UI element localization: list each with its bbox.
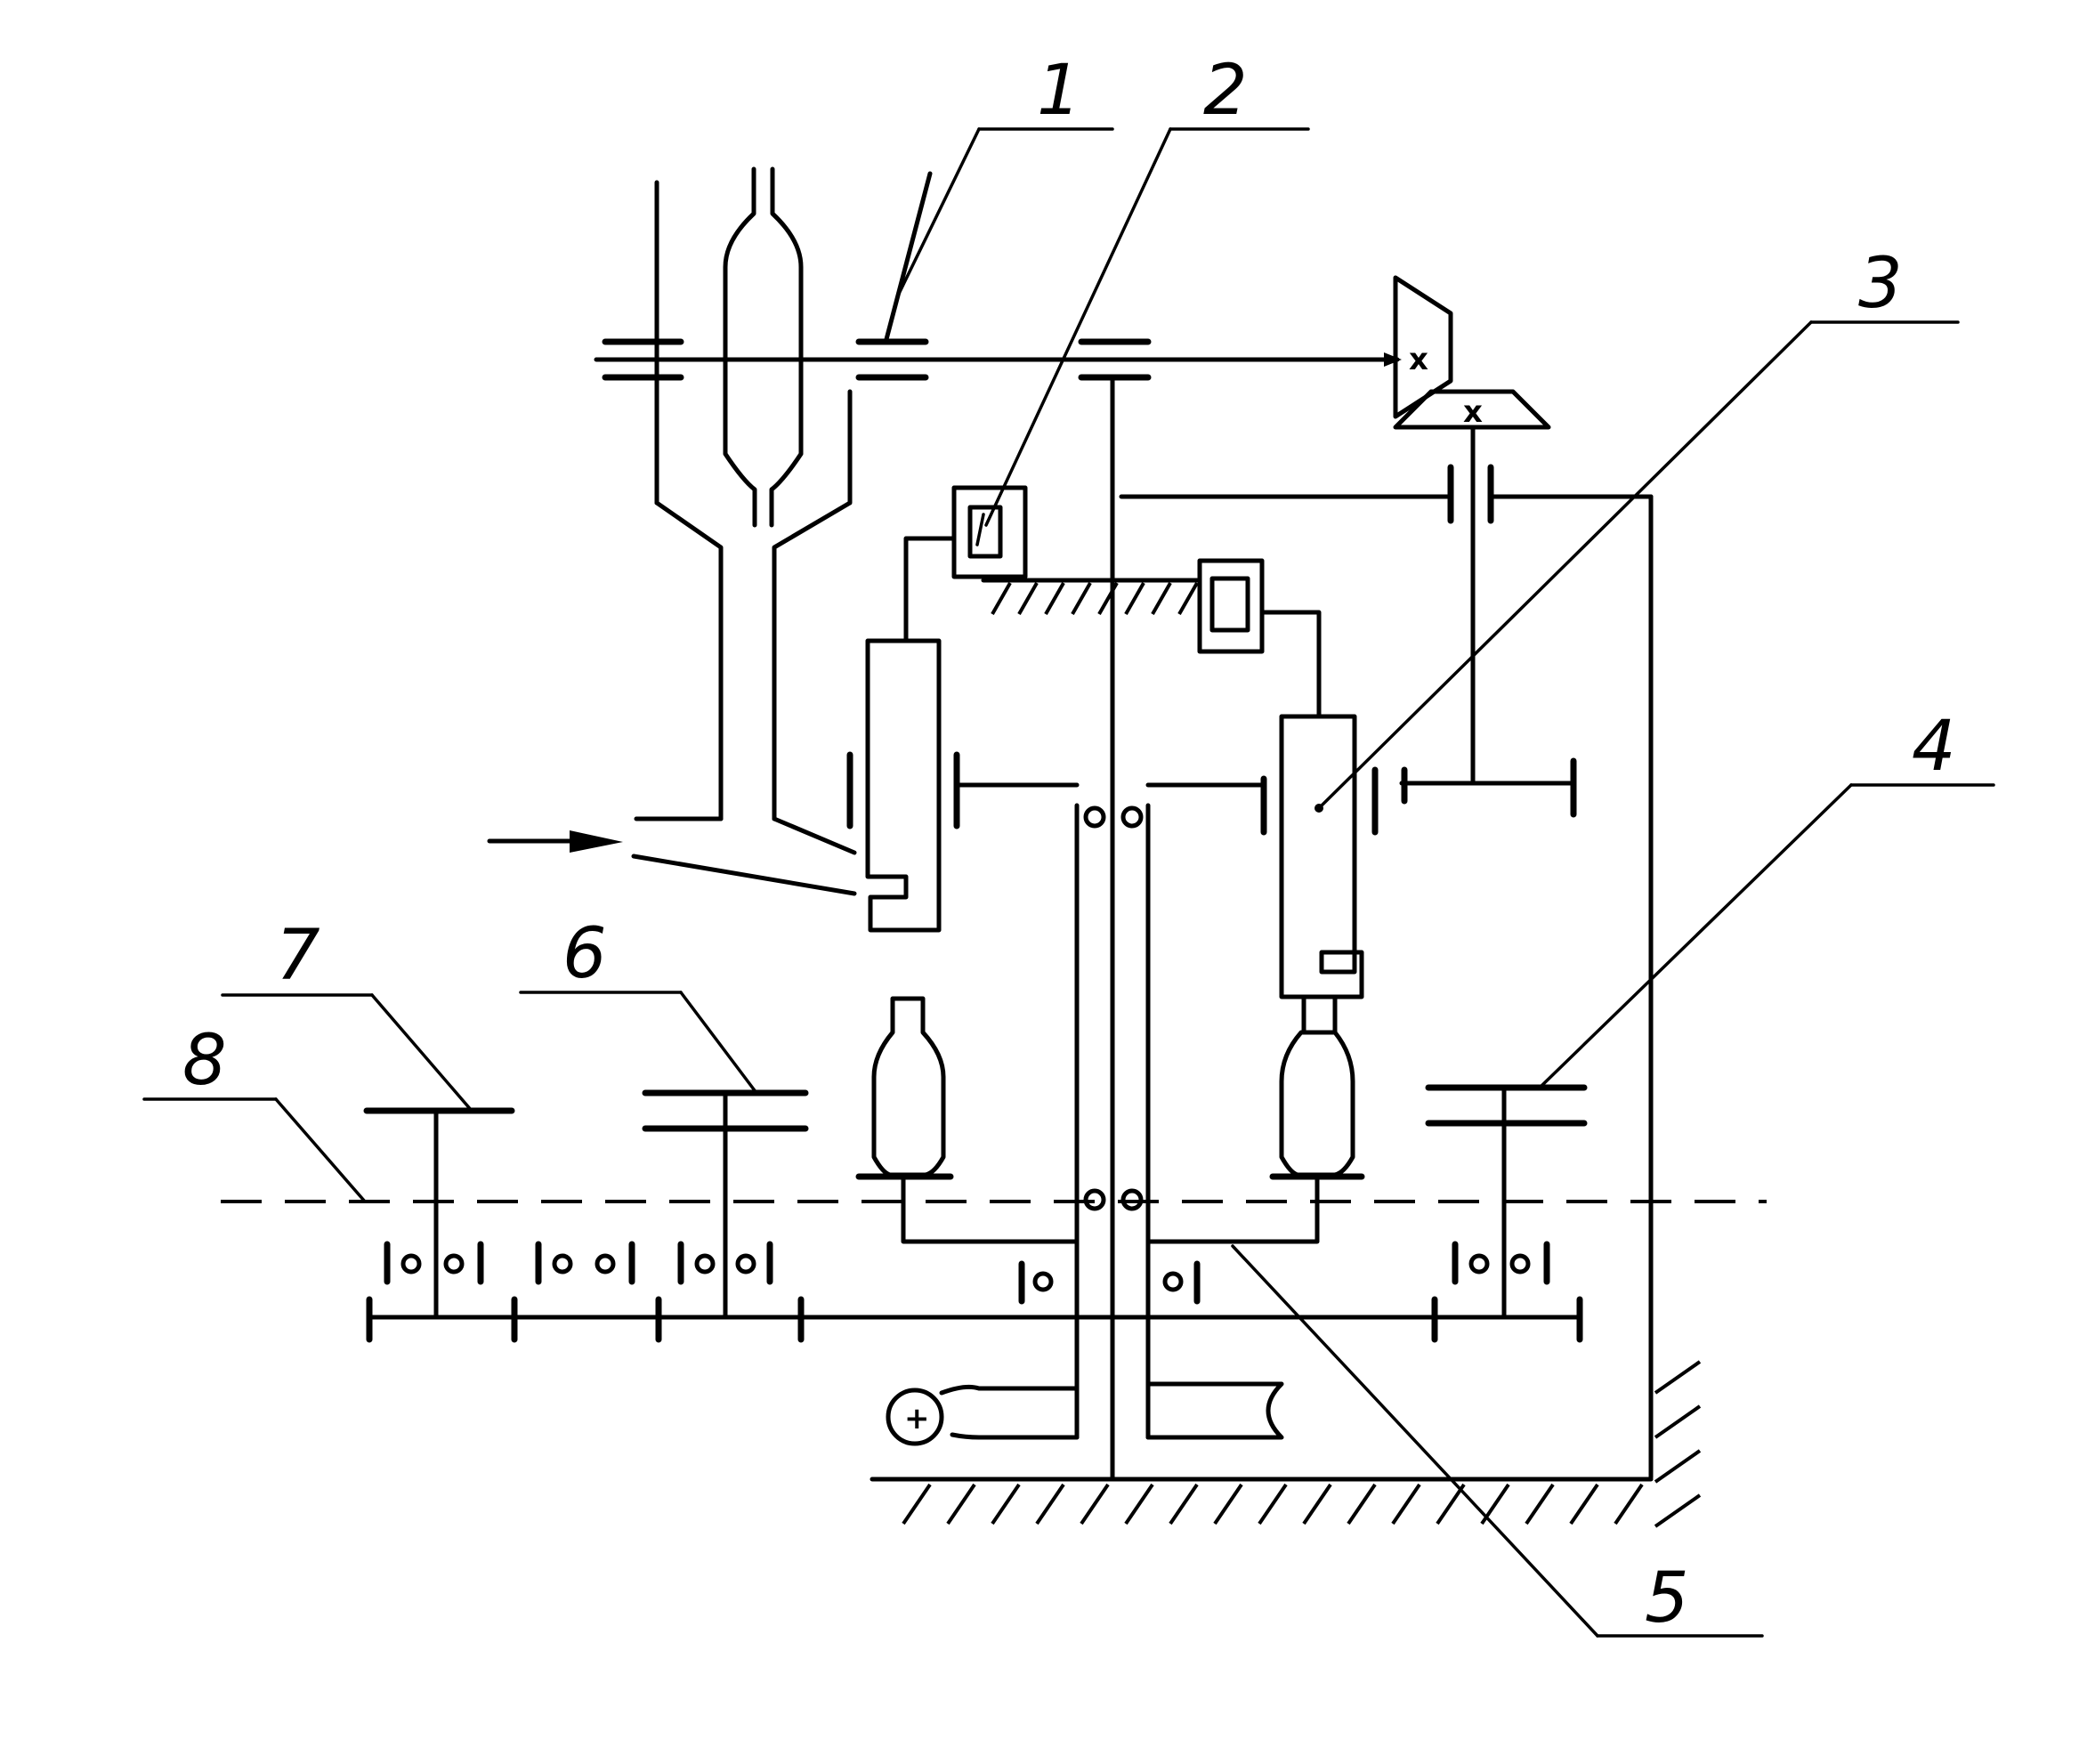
lower-rail	[366, 1241, 1583, 1343]
station-7	[363, 1107, 515, 1320]
label-3: 3	[1858, 244, 1903, 324]
motor-symbol: +	[904, 1401, 930, 1436]
station-4	[1425, 1084, 1588, 1320]
bottle-left	[855, 996, 954, 1180]
bevel-gear-pair: x x	[1393, 275, 1577, 818]
ground-base	[870, 1360, 1702, 1528]
label-6: 6	[562, 914, 607, 994]
leader-lines	[142, 127, 1995, 1638]
label-5: 5	[1645, 1558, 1689, 1639]
rail-bearings	[384, 1241, 1550, 1305]
gripper-right	[1145, 714, 1379, 1035]
label-1: 1	[1037, 51, 1081, 131]
station-6	[642, 1089, 809, 1320]
frame-right	[1119, 494, 1654, 1480]
bevel-gear-mark-1: x	[1409, 342, 1428, 377]
bottle-cradle	[901, 1174, 1320, 1244]
bottle-right	[1269, 1030, 1365, 1180]
label-8: 8	[182, 1021, 227, 1101]
bottle-feed-chute	[487, 166, 933, 896]
cam-track	[903, 485, 1322, 719]
top-drive-shaft	[594, 338, 1402, 381]
bevel-gear-mark-2: x	[1463, 394, 1483, 430]
label-7: 7	[276, 916, 320, 996]
gripper-left	[846, 638, 1080, 933]
label-4: 4	[1912, 707, 1956, 787]
central-spindle	[1074, 375, 1151, 1482]
label-2: 2	[1203, 51, 1248, 131]
motor-drive: +	[886, 1381, 1284, 1446]
